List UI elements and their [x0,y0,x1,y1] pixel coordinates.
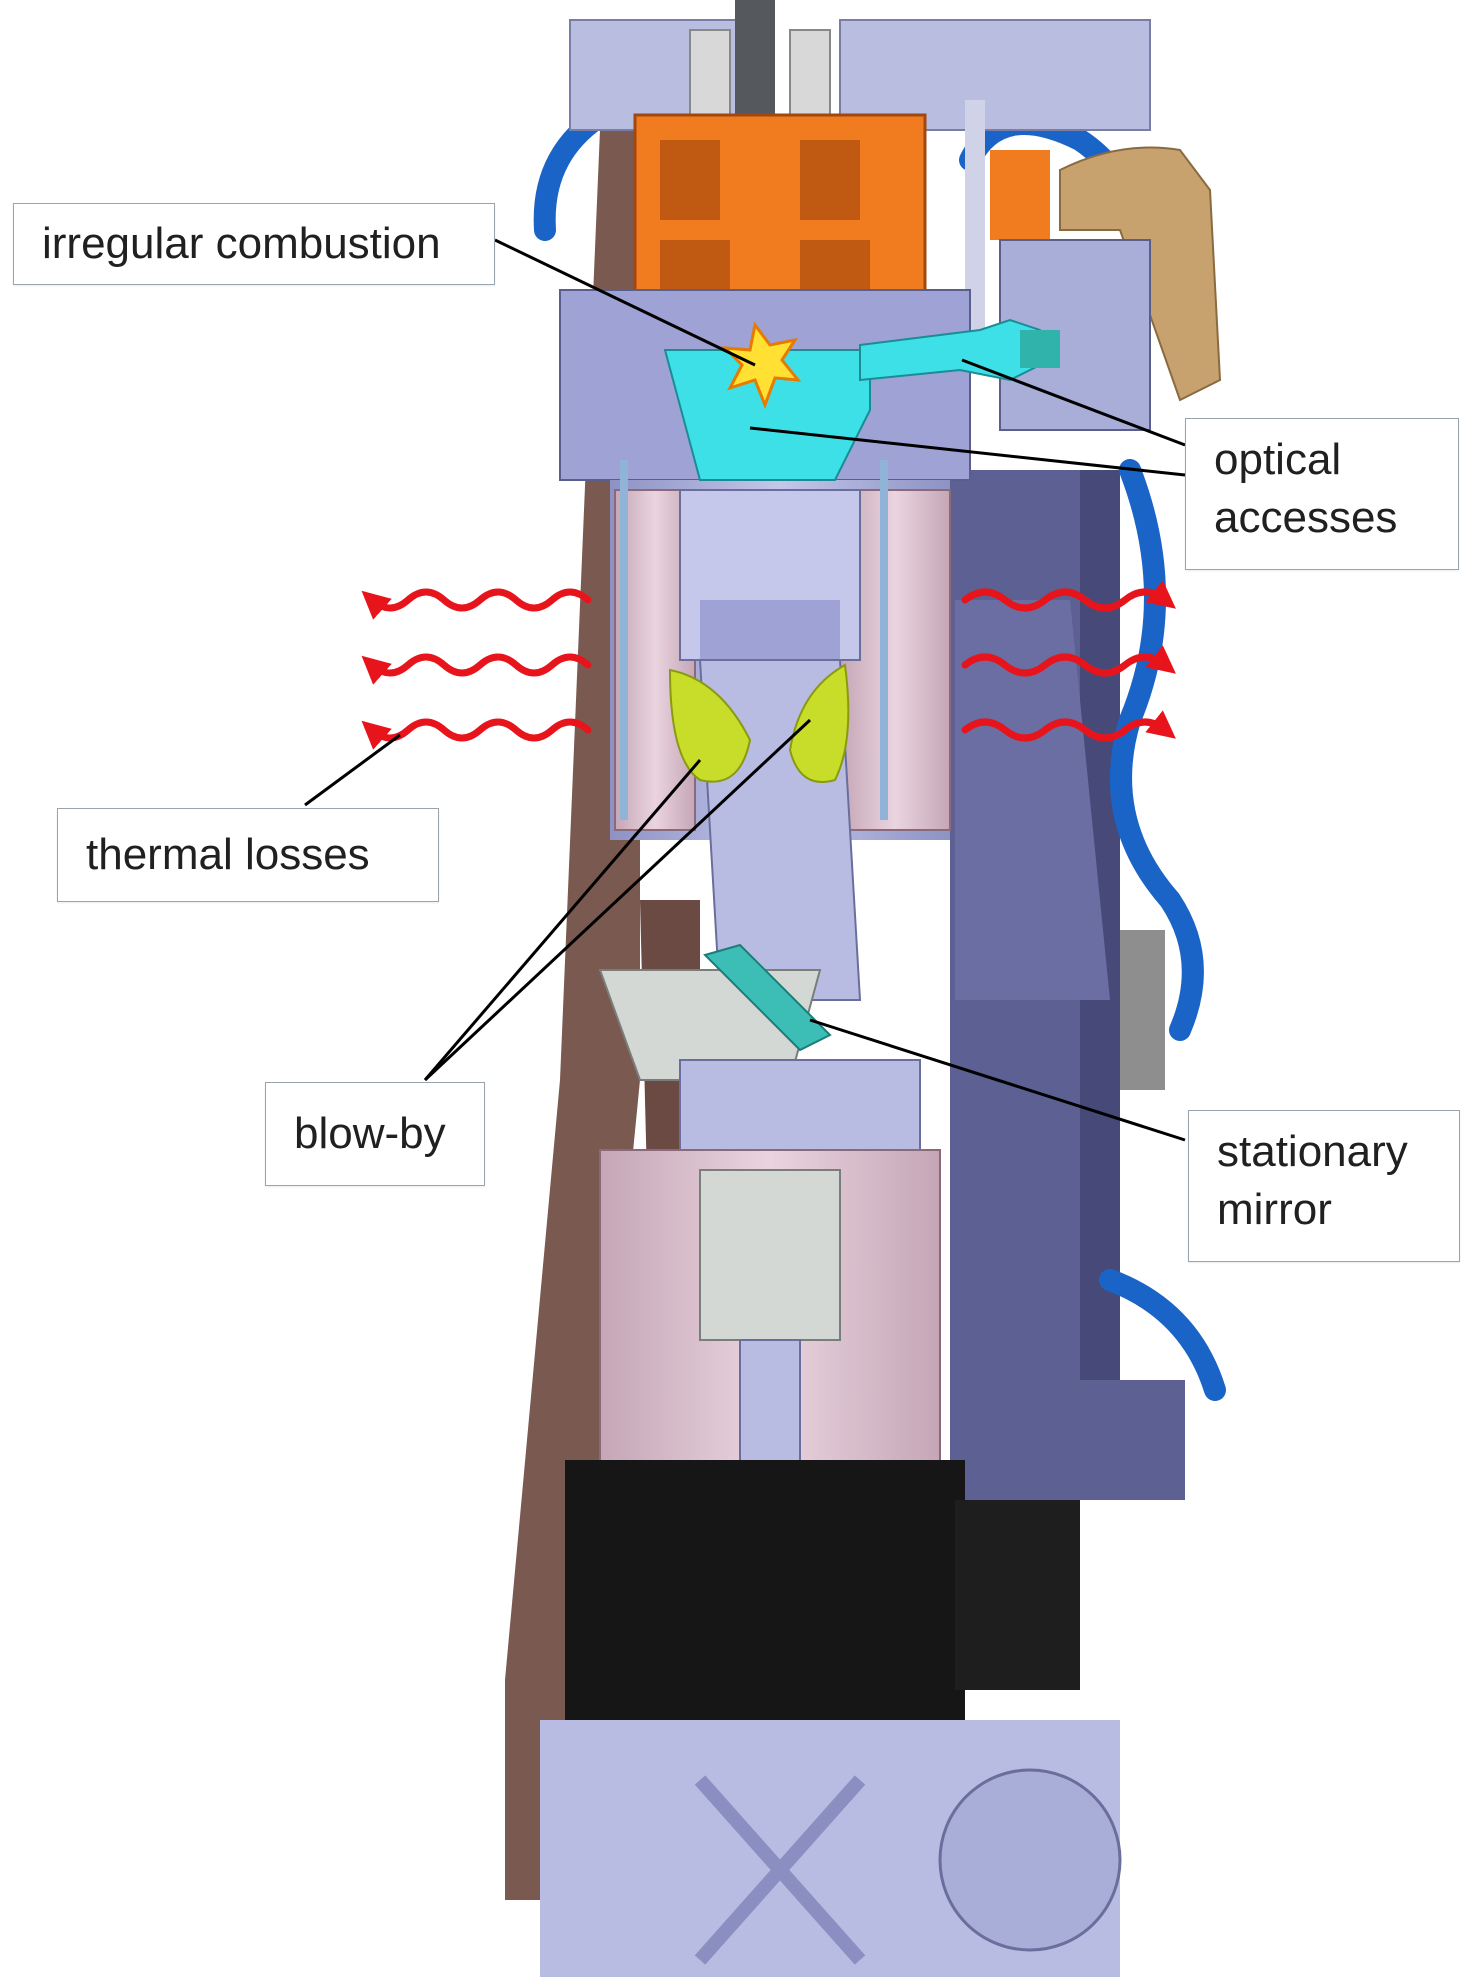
thermal-loss-arrows-left [361,588,592,750]
leader-blow-by-right [423,718,812,1082]
label-thermal-losses-text: thermal losses [86,830,370,879]
lower-body [540,969,1122,1977]
leader-thermal-losses [304,733,401,807]
label-optical-accesses-line2: accesses [1214,493,1398,542]
leader-irregular-combustion [494,238,756,367]
label-stationary-mirror-line2: mirror [1217,1185,1332,1234]
right-column [950,470,1185,1500]
leader-stationary-mirror [809,1018,1186,1142]
leader-optical-window [749,426,1186,477]
label-optical-accesses-line1: optical [1214,435,1342,484]
label-irregular-combustion: irregular combustion [13,203,495,285]
label-thermal-losses: thermal losses [57,808,439,902]
leader-lines [304,238,1186,1142]
label-irregular-combustion-text: irregular combustion [42,219,441,268]
label-stationary-mirror-line1: stationary [1217,1127,1408,1176]
blow-by-regions [668,663,850,783]
optical-window [663,318,1060,481]
label-stationary-mirror: stationary mirror [1188,1110,1460,1262]
stationary-mirror [703,943,832,1052]
thermal-loss-arrows-right [961,580,1176,742]
leader-blow-by-left [423,759,702,1081]
label-blow-by: blow-by [265,1082,485,1186]
label-blow-by-text: blow-by [294,1109,446,1158]
combustion-flash-icon [721,321,802,410]
leader-optical-side [961,358,1186,447]
label-optical-accesses: optical accesses [1185,418,1459,570]
